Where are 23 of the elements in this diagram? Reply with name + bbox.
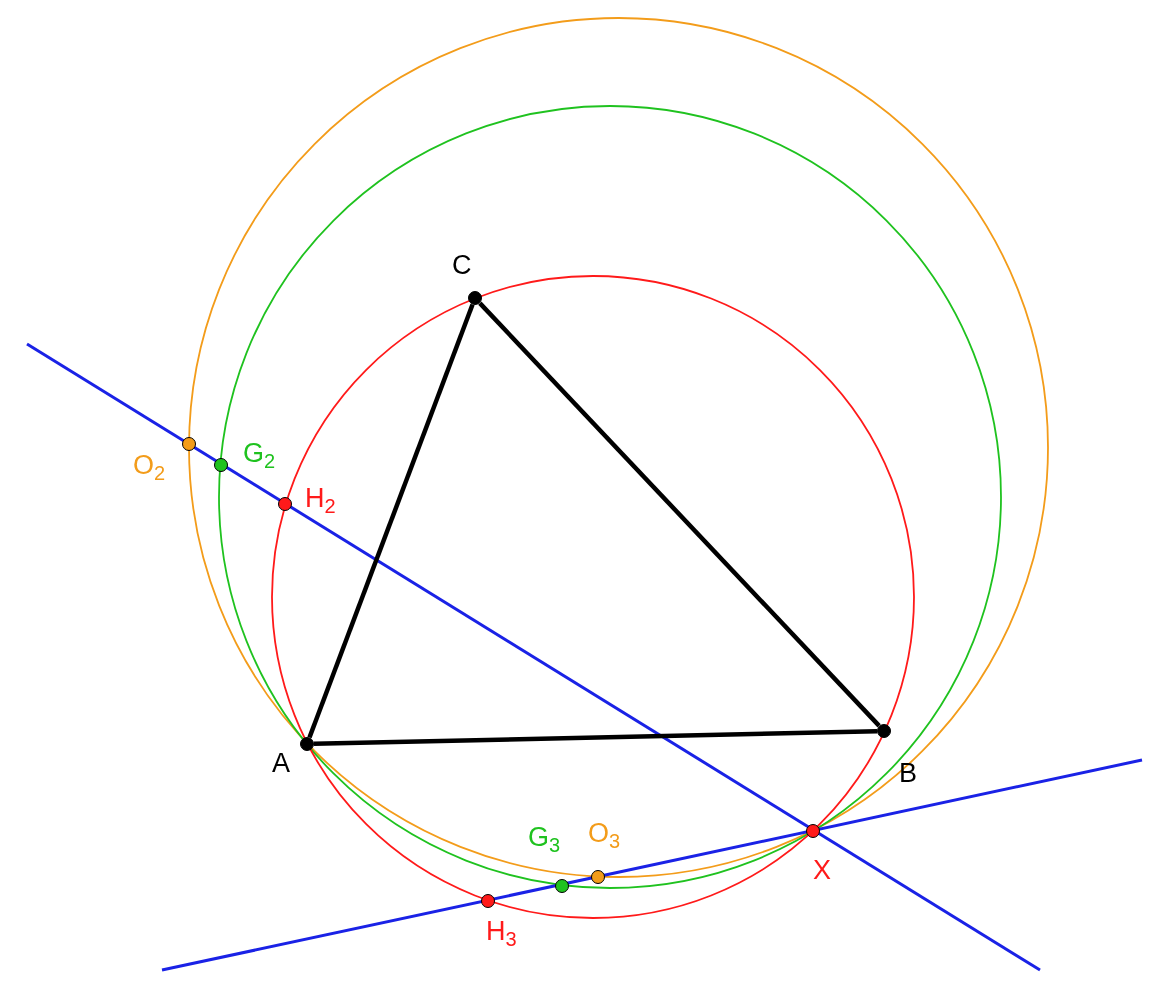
point-label: H$_{3}$	[486, 918, 517, 950]
point	[278, 497, 292, 511]
point	[214, 458, 228, 472]
point	[182, 437, 196, 451]
point	[806, 824, 820, 838]
point-label: G$_{3}$	[528, 824, 561, 856]
triangle-side	[478, 301, 881, 728]
point	[877, 724, 891, 738]
triangle-side	[307, 303, 475, 739]
point	[300, 737, 314, 751]
point-label: O$_{2}$	[133, 452, 166, 484]
point-label: O$_{3}$	[588, 820, 621, 852]
point	[555, 879, 569, 893]
point-label: A	[272, 750, 290, 777]
point	[481, 894, 495, 908]
point-label: G$_{2}$	[243, 440, 276, 472]
point	[591, 870, 605, 884]
point-label: B	[899, 760, 917, 787]
triangle-side	[313, 728, 878, 747]
point	[468, 291, 482, 305]
point-label: C	[452, 252, 472, 279]
point-label: X	[813, 857, 831, 884]
point-label: H$_{2}$	[305, 485, 336, 517]
